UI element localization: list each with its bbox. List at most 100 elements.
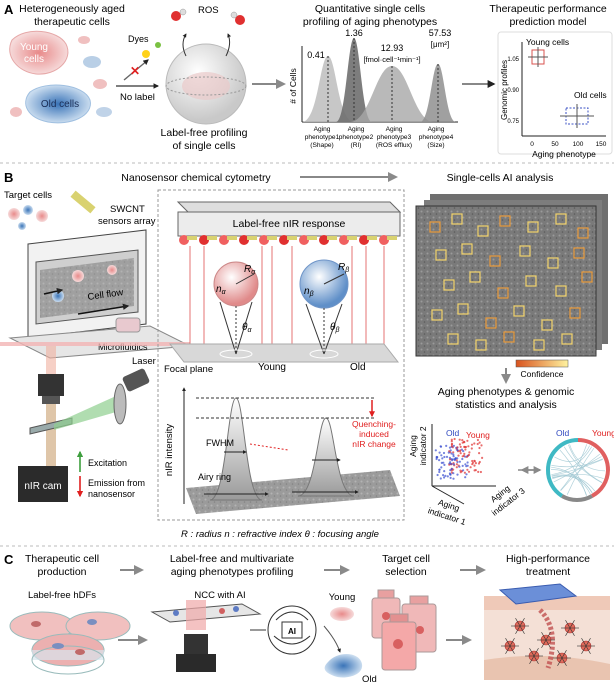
chord-link xyxy=(551,474,596,492)
detection-box xyxy=(499,215,511,227)
applicator xyxy=(498,583,578,605)
cell-process xyxy=(533,648,539,657)
ros-molecule-icon xyxy=(179,8,187,16)
scatter-point xyxy=(452,455,455,458)
swcnt-tube xyxy=(367,236,377,240)
cell-process xyxy=(529,655,535,664)
dyes-label: Dyes xyxy=(128,34,149,44)
detection-box xyxy=(519,245,531,257)
excitation-label: Excitation xyxy=(88,458,127,468)
stats-title-1: Aging phenotypes & genomic xyxy=(438,386,575,398)
step2-sub: NCC with AI xyxy=(194,590,245,601)
scatter-point xyxy=(443,476,446,479)
nir-cam-label: nIR cam xyxy=(24,481,61,492)
swcnt-tube xyxy=(387,236,397,240)
flow-arrow-icon xyxy=(43,287,64,295)
scatter-point xyxy=(471,459,474,463)
vial-cell xyxy=(382,612,390,620)
scatter-point xyxy=(452,451,455,454)
ros-molecule-icon xyxy=(171,11,181,21)
scatter-point xyxy=(448,458,452,461)
scatter-point xyxy=(438,451,441,454)
swcnt-tube xyxy=(187,236,197,240)
scatter-point xyxy=(452,453,455,456)
vial-cell xyxy=(416,626,424,634)
scatter-point xyxy=(458,443,461,446)
model-title-1: Therapeutic performance xyxy=(489,3,606,15)
dye-arrow xyxy=(123,59,149,81)
quench-label-3: nIR change xyxy=(352,439,396,449)
detection-box xyxy=(485,317,497,329)
swcnt-sensor xyxy=(179,235,189,245)
scatter-point xyxy=(445,444,448,447)
r-beta: Rβ xyxy=(338,262,349,274)
scatter-point xyxy=(452,472,455,475)
model-title-2: prediction model xyxy=(509,16,586,28)
laser-label: Laser xyxy=(132,356,156,367)
cell-process xyxy=(569,627,575,636)
flow-arrow-icon xyxy=(77,303,130,315)
detection-box xyxy=(503,331,515,343)
cell-process xyxy=(541,639,547,648)
cell-flow-label: Cell flow xyxy=(87,287,124,303)
ncc-objective xyxy=(184,634,208,654)
scatter-point xyxy=(478,441,481,444)
step1-title-2: production xyxy=(37,566,86,578)
ros-efflux-arrow xyxy=(225,33,232,57)
detection-box xyxy=(533,339,545,351)
ros-molecule-icon xyxy=(230,11,238,19)
unit-ros: [fmol·cell⁻¹min⁻¹] xyxy=(363,55,420,64)
panel-b: B Nanosensor chemical cytometry Single-c… xyxy=(0,170,614,540)
detection-box xyxy=(525,275,537,287)
chord-arc xyxy=(561,494,593,502)
scatter-point xyxy=(438,470,441,474)
cell-process xyxy=(519,618,525,627)
scatter-point xyxy=(459,471,462,474)
cell-process xyxy=(545,639,551,648)
cell-process xyxy=(529,648,535,657)
phenotype4-label: (Size) xyxy=(427,142,444,149)
step3-title-2: selection xyxy=(385,566,427,578)
swcnt-tube xyxy=(327,236,337,240)
ai-chip-icon xyxy=(281,621,303,639)
swcnt-tube xyxy=(207,236,217,240)
detection-box xyxy=(451,213,463,225)
small-cell xyxy=(93,79,107,89)
chord-link xyxy=(559,449,587,496)
peak-value-4: 57.53 xyxy=(429,28,452,38)
step1-title-1: Therapeutic cell xyxy=(25,553,99,565)
objective-lens xyxy=(38,374,64,396)
detection-box xyxy=(541,319,553,331)
swcnt-label-2: sensors array xyxy=(98,216,156,227)
vial-cell xyxy=(393,639,403,649)
cell-process xyxy=(557,657,563,666)
confidence-label: Confidence xyxy=(520,369,563,379)
phenotype3-label: Aging xyxy=(386,126,403,133)
nir-camera xyxy=(18,466,68,502)
scatter-point xyxy=(465,473,468,476)
injection-path xyxy=(538,608,555,669)
focus-cone xyxy=(305,303,325,355)
scatter-point xyxy=(473,469,476,472)
cell-process xyxy=(565,620,571,629)
cell-icon xyxy=(87,619,97,625)
scatter-point xyxy=(450,445,453,448)
scatter-point xyxy=(456,449,459,452)
scatter-point xyxy=(461,439,464,442)
microfluidics-label: Microfluidics xyxy=(98,342,148,352)
scatter-point xyxy=(447,451,450,454)
young-label: Young xyxy=(329,592,356,603)
scatter-point xyxy=(465,455,468,458)
scatter-point xyxy=(458,465,461,468)
scatter-point xyxy=(450,442,454,445)
r-alpha: Rα xyxy=(244,264,256,276)
scatter-point xyxy=(479,470,482,474)
fwhm-compare-line xyxy=(249,443,289,451)
cell-process xyxy=(519,625,525,634)
swcnt-sensor xyxy=(219,235,229,245)
scatter-point xyxy=(458,460,461,463)
detection-box xyxy=(561,333,573,345)
confidence-colorbar xyxy=(515,359,569,368)
young-cells-label-1: Young xyxy=(20,42,48,53)
model-ytick: 0.75 xyxy=(507,119,519,125)
